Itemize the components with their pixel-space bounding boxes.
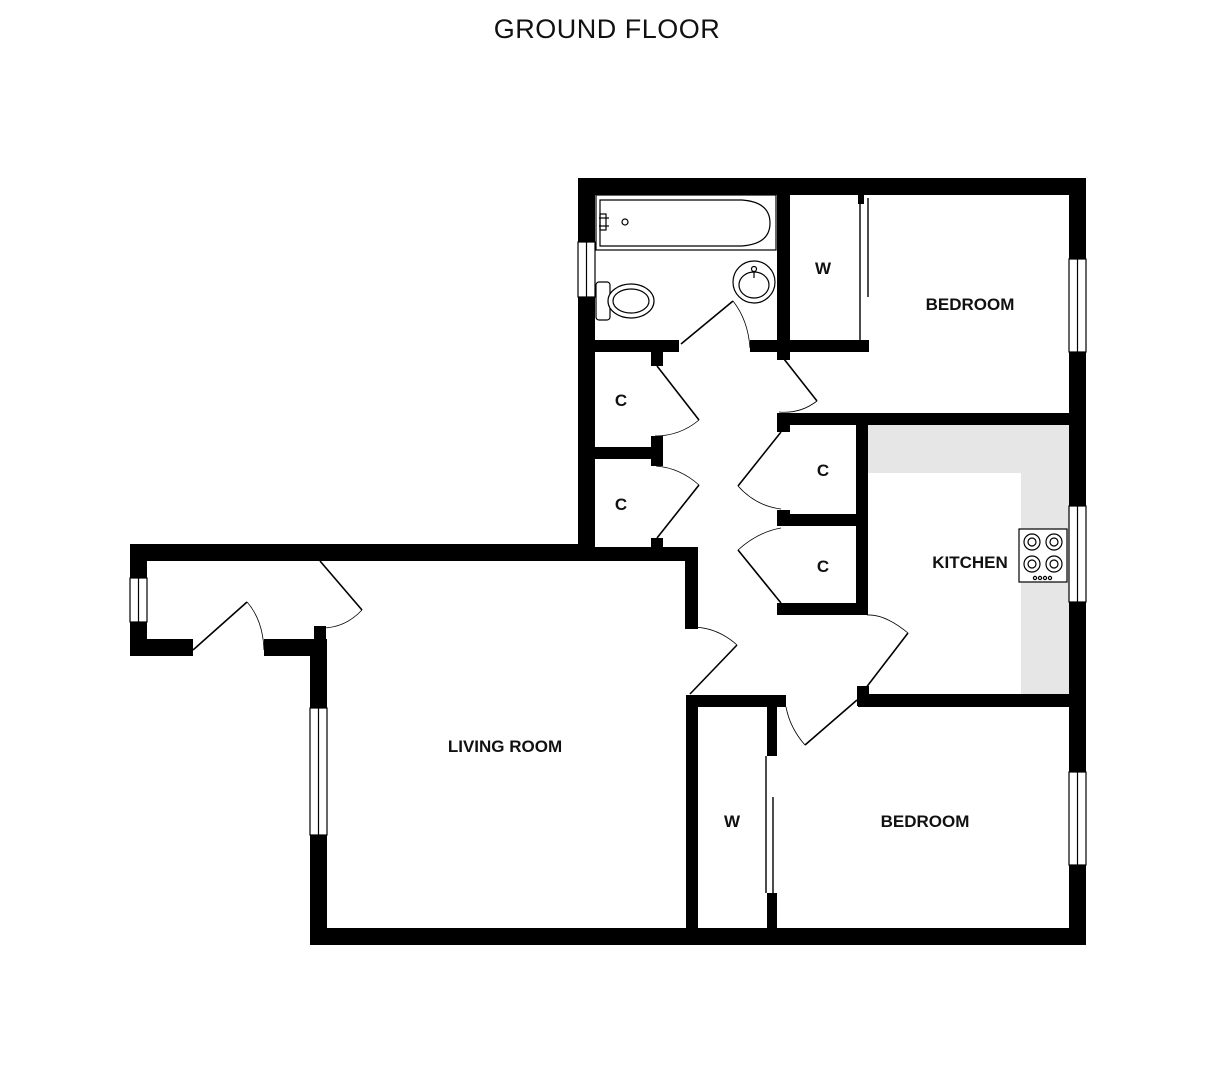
door-cup3-leaf bbox=[737, 431, 782, 487]
door-cup1-leaf bbox=[656, 365, 700, 421]
wall-top bbox=[578, 178, 1086, 195]
label-living-room: LIVING ROOM bbox=[448, 737, 562, 756]
bath-icon bbox=[595, 194, 777, 251]
wall-bath-wardrobe bbox=[777, 195, 790, 352]
door-living-leaf bbox=[319, 560, 363, 611]
wall-wardrobe-bottom bbox=[790, 340, 869, 352]
wall-kitchen-door-stub bbox=[857, 686, 869, 706]
wall-cup1-stub-bottom bbox=[651, 436, 663, 466]
wall-cup3-stub-top bbox=[777, 420, 790, 432]
label-bedroom-2: BEDROOM bbox=[881, 812, 970, 831]
wall-cup2-bottom bbox=[595, 547, 698, 561]
door-kitchen-leaf bbox=[861, 632, 909, 694]
door-bathroom-leaf bbox=[680, 300, 734, 345]
wall-cup-divider bbox=[595, 447, 663, 459]
wall-wardrobe-top-stub bbox=[858, 192, 864, 204]
wall-wardrobe2-bottom bbox=[767, 893, 777, 933]
wall-living-right bbox=[685, 547, 698, 629]
wall-bath-bottom-a bbox=[595, 340, 679, 352]
wall-living-bedroom bbox=[686, 695, 698, 945]
wall-bed1-bottom bbox=[777, 413, 1086, 425]
door-entrance-leaf bbox=[192, 601, 248, 651]
hob-icon bbox=[1018, 528, 1068, 583]
door-living-hall-leaf bbox=[689, 644, 738, 695]
wall-living-left-stub bbox=[314, 626, 326, 640]
wall-bed1-door-stub bbox=[777, 352, 790, 360]
wall-wardrobe2-top bbox=[767, 704, 777, 756]
doors bbox=[192, 198, 909, 893]
door-bedroom2-leaf bbox=[804, 699, 858, 746]
wall-kitchen-bottom bbox=[858, 694, 1086, 707]
wall-living-top bbox=[130, 544, 595, 561]
wall-hall-bottom bbox=[686, 695, 786, 707]
label-cupboard-4: C bbox=[817, 557, 829, 576]
floor-title: GROUND FLOOR bbox=[493, 14, 721, 44]
label-cupboard-1: C bbox=[615, 391, 627, 410]
door-cup2-leaf bbox=[656, 484, 700, 539]
toilet-icon bbox=[595, 281, 655, 321]
basin-icon bbox=[732, 260, 776, 304]
windows bbox=[129, 241, 1087, 866]
label-wardrobe-1: W bbox=[815, 259, 832, 278]
label-bedroom-1: BEDROOM bbox=[926, 295, 1015, 314]
label-cupboard-2: C bbox=[615, 495, 627, 514]
label-cupboard-3: C bbox=[817, 461, 829, 480]
door-bedroom1-leaf bbox=[783, 358, 818, 402]
wall-hall-bottom-a bbox=[130, 639, 193, 656]
wall-cup-divider-right bbox=[777, 514, 868, 526]
wall-left-bathroom bbox=[578, 178, 595, 561]
wall-cup1-stub-top bbox=[651, 344, 663, 366]
label-wardrobe-2: W bbox=[724, 812, 741, 831]
label-kitchen: KITCHEN bbox=[932, 553, 1008, 572]
door-cup4-leaf bbox=[737, 549, 782, 604]
wall-cup4-bottom bbox=[777, 603, 868, 615]
